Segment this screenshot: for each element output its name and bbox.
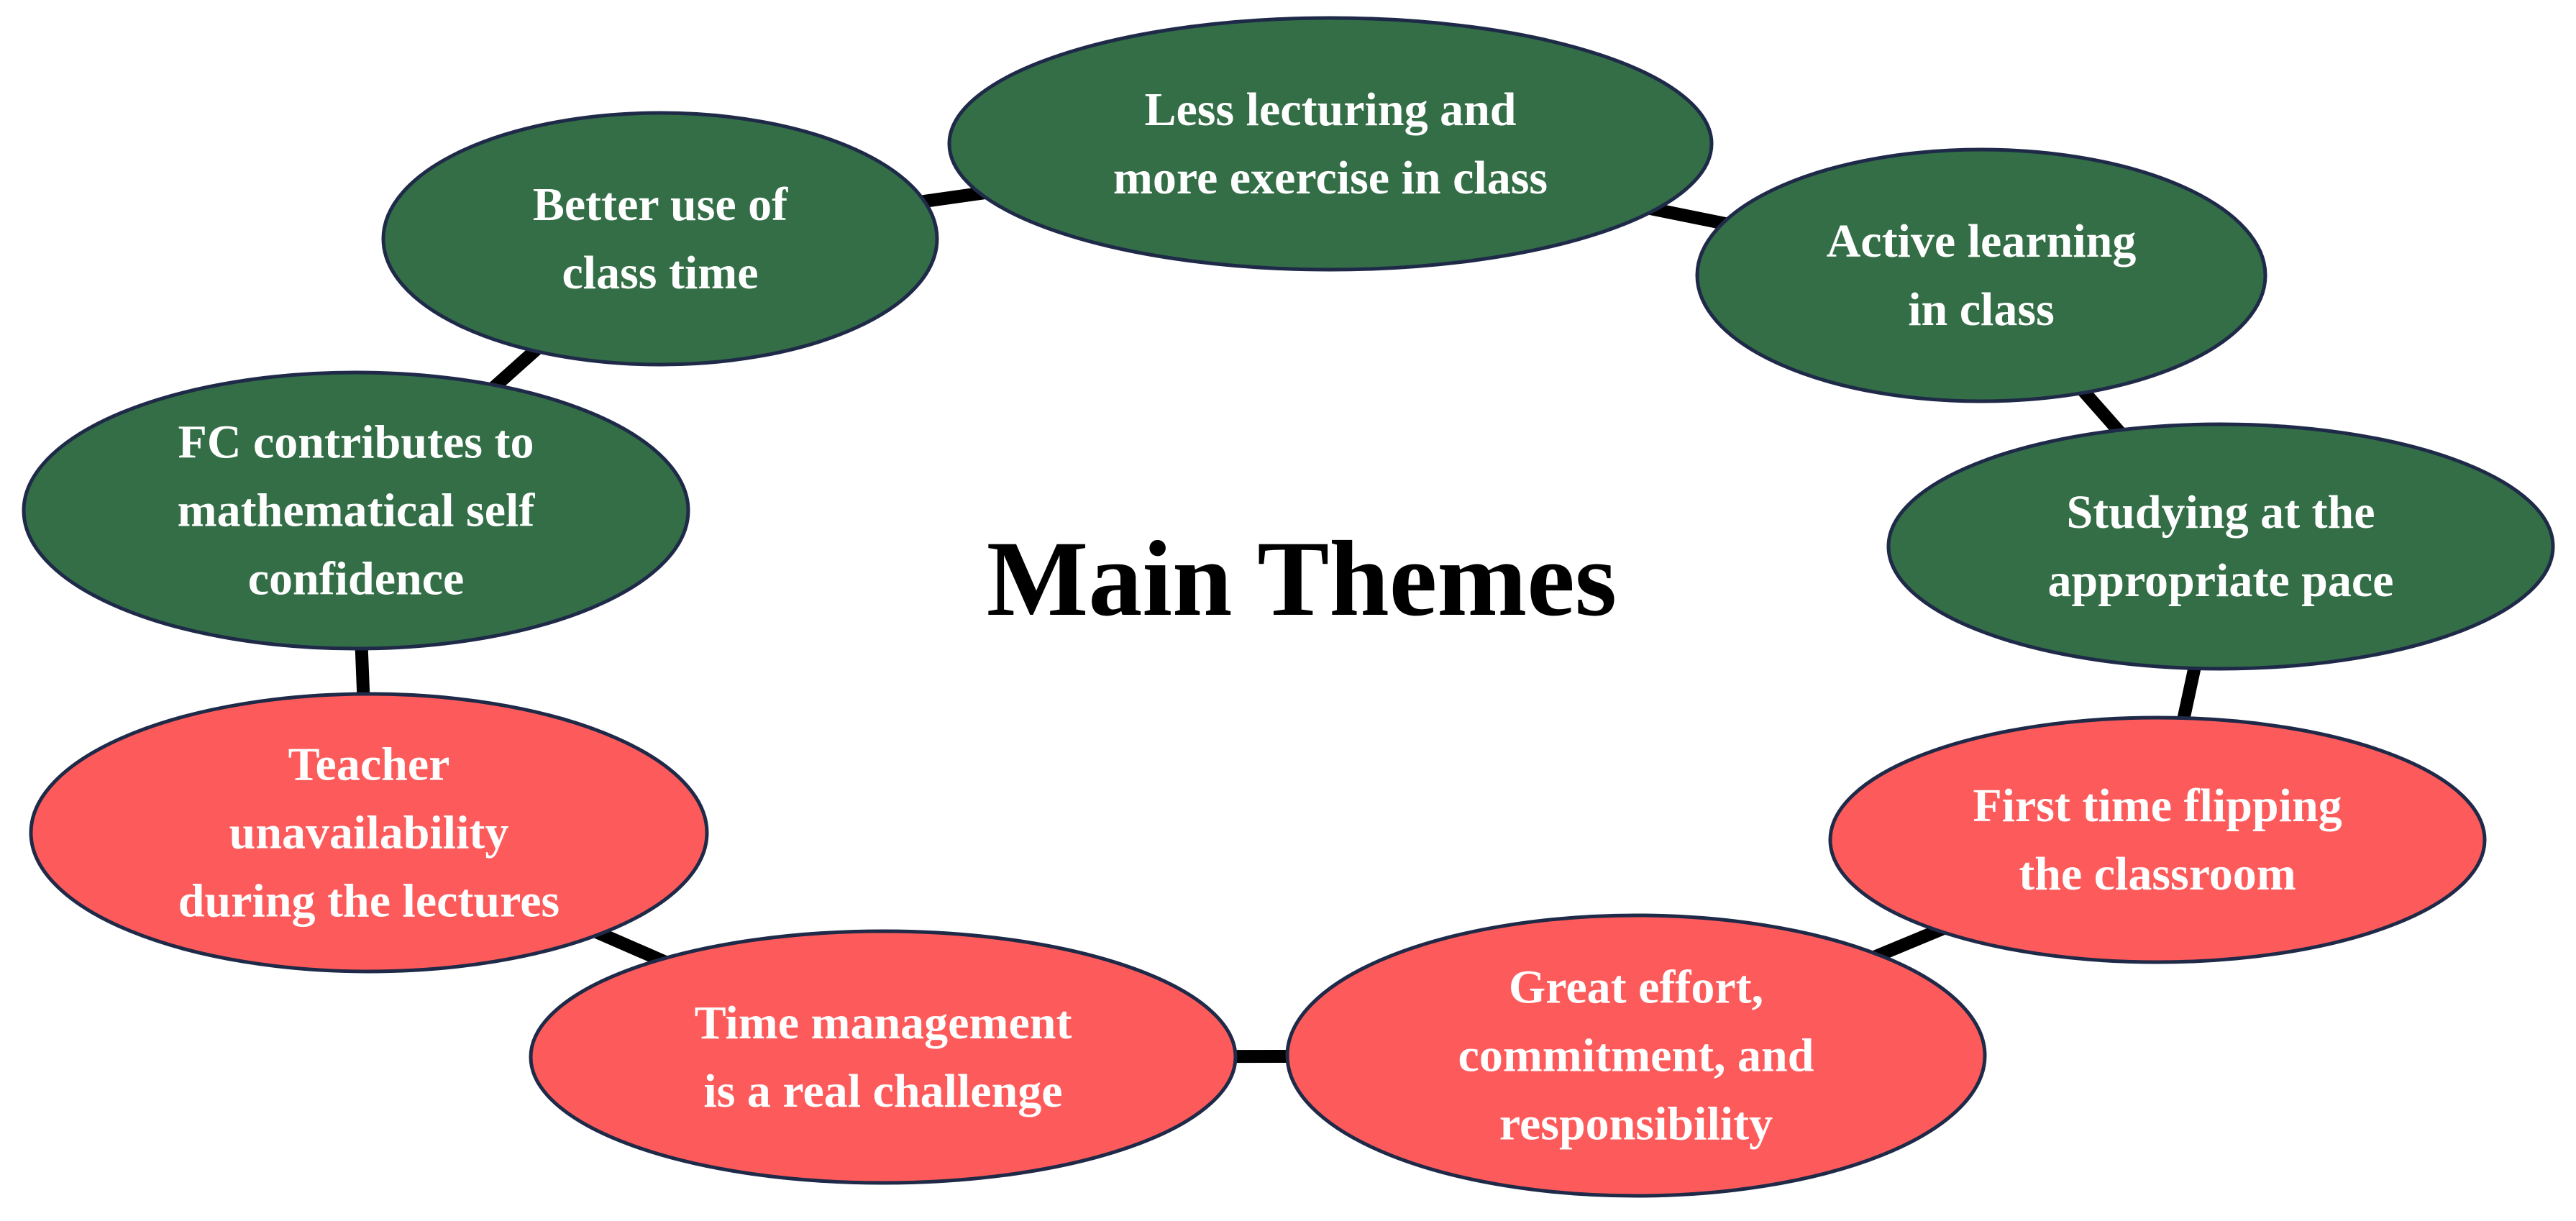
theme-label-line: Better use of <box>533 178 788 231</box>
theme-label-line: commitment, and <box>1458 1030 1814 1082</box>
theme-label-line: FC contributes to <box>178 416 534 469</box>
theme-label-line: Time management <box>695 997 1072 1049</box>
theme-label-line: Great effort, <box>1509 961 1763 1014</box>
theme-node-studying-pace: Studying at the appropriate pace <box>1886 422 2555 671</box>
theme-label-line: appropriate pace <box>2048 554 2394 607</box>
theme-label-line: Less lecturing and <box>1144 83 1516 136</box>
theme-label-line: Teacher <box>288 738 450 791</box>
theme-node-better-use-class-time: Better use of class time <box>381 111 939 367</box>
theme-node-time-management: Time management is a real challenge <box>529 929 1238 1185</box>
theme-nodes: Less lecturing and more exercise in class… <box>22 16 2555 1198</box>
theme-ellipse <box>1886 422 2555 671</box>
theme-label-line: during the lectures <box>178 875 559 928</box>
theme-ellipse <box>529 929 1238 1185</box>
theme-label-line: Active learning <box>1827 215 2137 267</box>
theme-node-teacher-unavailability: Teacher unavailability during the lectures <box>29 692 709 974</box>
theme-node-fc-self-confidence: FC contributes to mathematical self confid… <box>22 370 690 651</box>
theme-ellipse <box>1695 147 2267 403</box>
theme-label-line: the classroom <box>2019 848 2296 900</box>
theme-node-less-lecturing: Less lecturing and more exercise in class <box>947 16 1714 272</box>
theme-label-line: responsibility <box>1499 1098 1773 1151</box>
theme-node-active-learning: Active learning in class <box>1695 147 2267 403</box>
theme-ellipse <box>22 370 690 651</box>
center-title: Main Themes <box>987 519 1617 639</box>
theme-ellipse <box>947 16 1714 272</box>
theme-label-line: Studying at the <box>2066 486 2375 539</box>
theme-label-line: more exercise in class <box>1113 152 1548 204</box>
theme-ellipse <box>381 111 939 367</box>
theme-node-great-effort: Great effort, commitment, and responsibili… <box>1285 913 1987 1198</box>
theme-label-line: in class <box>1908 283 2055 336</box>
theme-node-first-time-flipping: First time flipping the classroom <box>1828 715 2487 964</box>
theme-label-line: mathematical self <box>178 485 536 537</box>
theme-label-line: unavailability <box>229 807 509 859</box>
theme-label-line: is a real challenge <box>703 1065 1062 1117</box>
theme-ellipse <box>1285 913 1987 1198</box>
theme-label-line: confidence <box>248 553 465 605</box>
theme-label-line: First time flipping <box>1973 779 2342 832</box>
theme-ellipse <box>29 692 709 974</box>
theme-label-line: class time <box>562 247 758 299</box>
theme-ellipse <box>1828 715 2487 964</box>
